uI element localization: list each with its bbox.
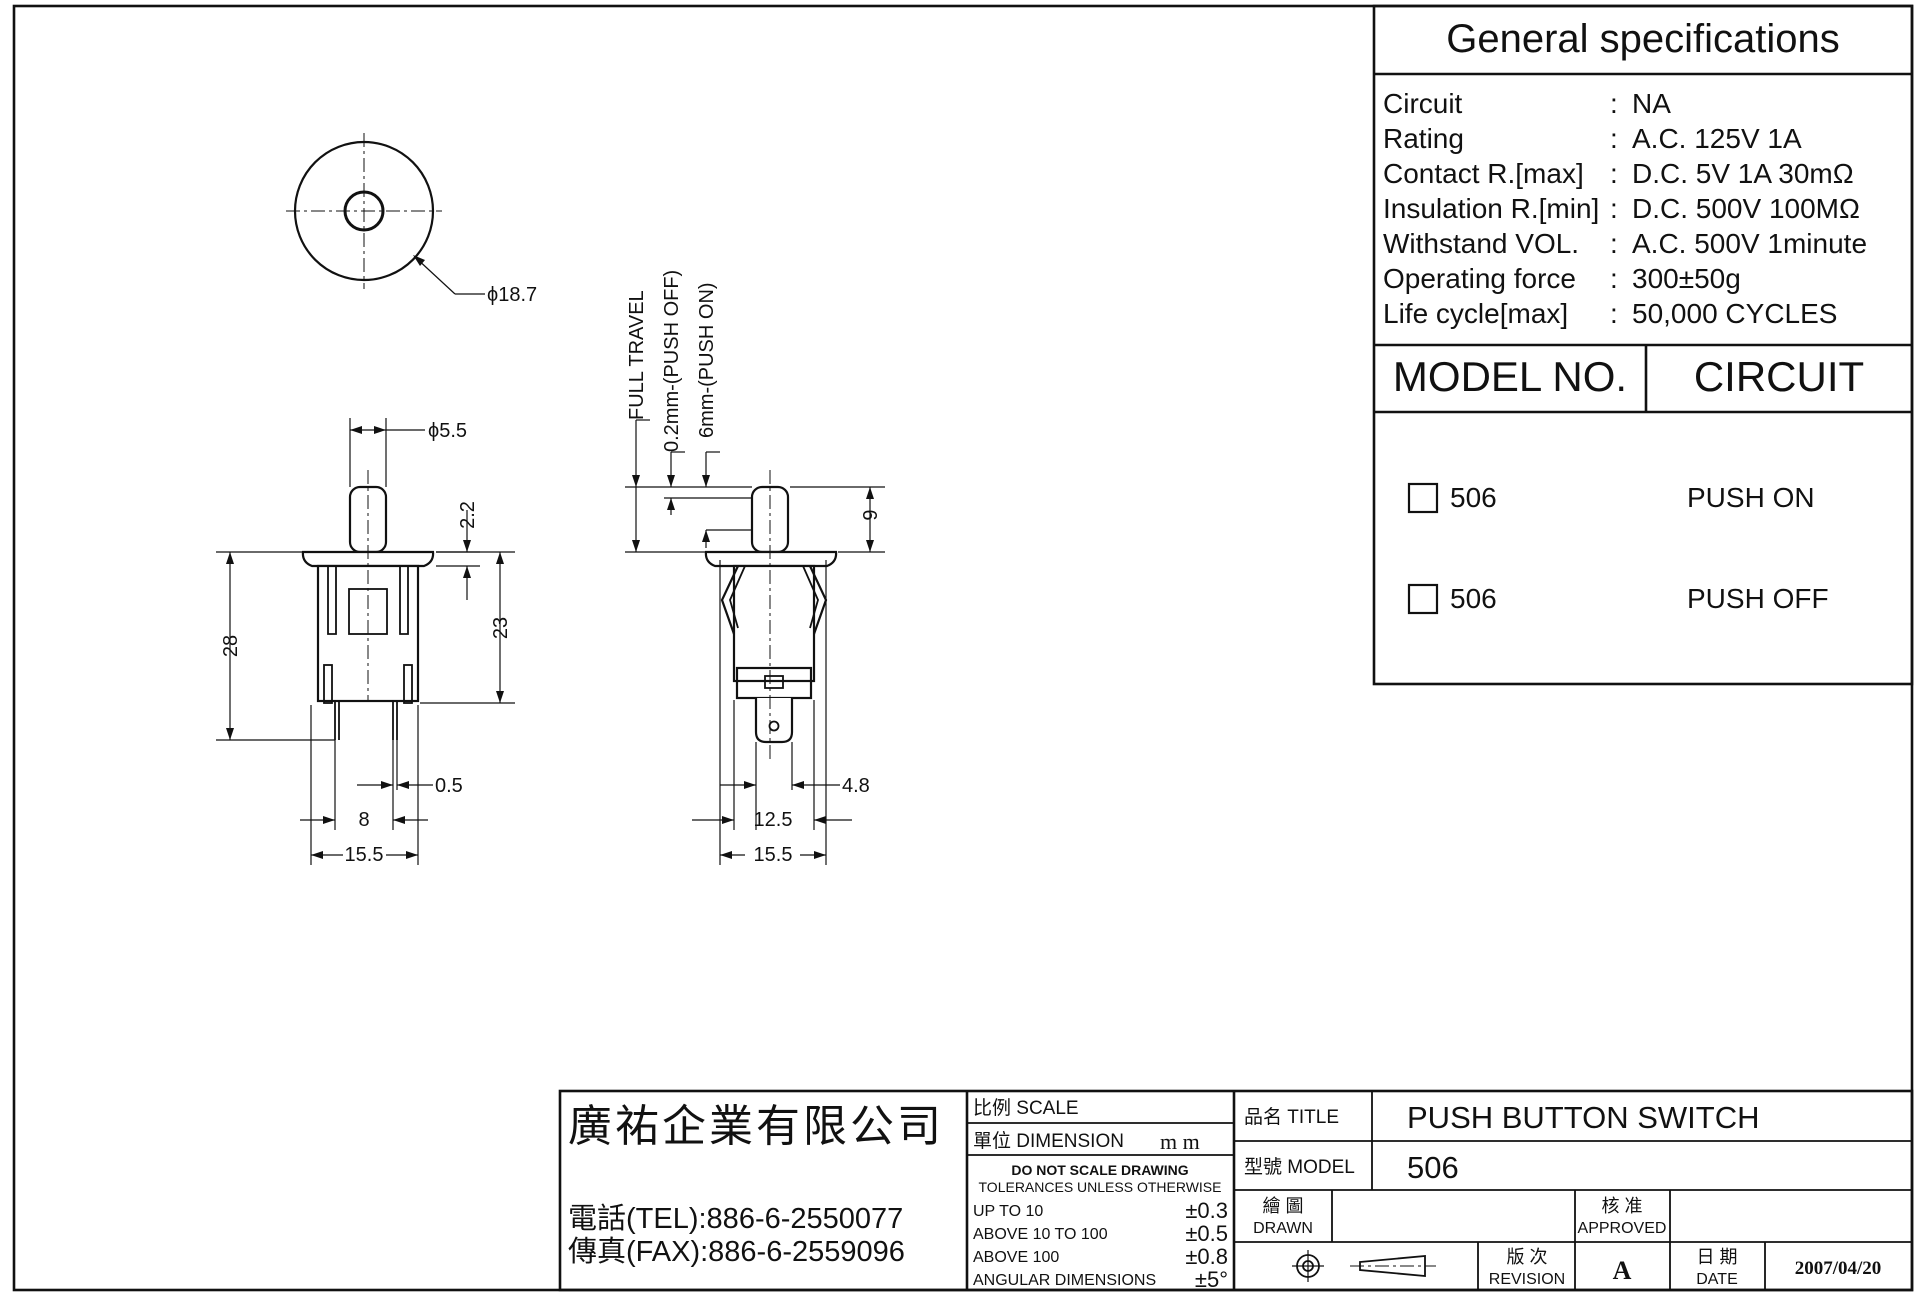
spec-sep: :	[1610, 123, 1618, 154]
revision-label-cn: 版 次	[1506, 1247, 1547, 1267]
spec-label: Withstand VOL.	[1383, 228, 1579, 259]
tolerance-range: ABOVE 100	[973, 1249, 1059, 1266]
sheet-border	[12, 4, 1914, 1292]
dim-plunger-height: 9	[860, 509, 882, 520]
front-view-left: ϕ5.5 2.2 23 28 0.5	[216, 418, 515, 866]
company-name: 廣祐企業有限公司	[568, 1102, 944, 1151]
dimension-label: 單位 DIMENSION	[973, 1130, 1124, 1152]
dim-body-height: 23	[490, 617, 512, 639]
model-checkbox[interactable]	[1407, 583, 1439, 615]
circuit-type: PUSH ON	[1687, 482, 1815, 513]
approved-label-cn: 核 准	[1601, 1196, 1642, 1216]
tolerance-range: ABOVE 10 TO 100	[973, 1226, 1108, 1243]
company-fax: 傳真(FAX):886-6-2559096	[568, 1235, 905, 1268]
spec-value: 50,000 CYCLES	[1632, 298, 1837, 329]
date-label-cn: 日 期	[1696, 1247, 1737, 1267]
spec-label: Rating	[1383, 123, 1464, 154]
dim-terminal-pitch: 8	[358, 809, 369, 831]
dim-overall-height: 28	[220, 635, 242, 657]
scale-label: 比例 SCALE	[973, 1097, 1079, 1119]
top-view: ϕ18.7	[286, 133, 537, 306]
dim-tab-width: 4.8	[842, 775, 870, 797]
spec-table: General specifications Circuit : NA Rati…	[1372, 4, 1914, 686]
title-label: 品名 TITLE	[1244, 1106, 1339, 1128]
spec-label: Contact R.[max]	[1383, 158, 1584, 189]
label-push-on: 6mm-(PUSH ON)	[696, 282, 718, 438]
circuit-header: CIRCUIT	[1694, 353, 1864, 400]
title-value: PUSH BUTTON SWITCH	[1407, 1100, 1760, 1135]
tolerance-value: ±0.5	[1185, 1221, 1228, 1246]
scale-note: DO NOT SCALE DRAWING	[1011, 1162, 1188, 1178]
spec-value: D.C. 500V 100MΩ	[1632, 193, 1860, 224]
dim-flange-width: 15.5	[754, 844, 793, 866]
model-label: 型號 MODEL	[1244, 1156, 1355, 1178]
title-block: 廣祐企業有限公司 電話(TEL):886-6-2550077 傳真(FAX):8…	[558, 1089, 1914, 1292]
date-label-en: DATE	[1696, 1271, 1737, 1288]
date-value: 2007/04/20	[1795, 1258, 1882, 1279]
dim-plunger-diameter: ϕ5.5	[428, 420, 467, 442]
spec-title: General specifications	[1446, 17, 1840, 61]
spec-rows: Circuit : NA Rating : A.C. 125V 1A Conta…	[1383, 88, 1867, 329]
spec-label: Life cycle[max]	[1383, 298, 1568, 329]
spec-sep: :	[1610, 298, 1618, 329]
drawn-label-en: DRAWN	[1253, 1220, 1313, 1237]
spec-sep: :	[1610, 88, 1618, 119]
spec-sep: :	[1610, 228, 1618, 259]
model-number: 506	[1450, 583, 1497, 614]
company-tel: 電話(TEL):886-6-2550077	[568, 1202, 903, 1235]
spec-label: Operating force	[1383, 263, 1576, 294]
dimension-unit: m m	[1160, 1129, 1200, 1154]
projection-symbol-icon	[1292, 1250, 1436, 1282]
revision-label-en: REVISION	[1489, 1271, 1565, 1288]
dim-body-depth: 12.5	[754, 809, 793, 831]
model-checkbox[interactable]	[1407, 482, 1439, 514]
dim-flange-height: 2.2	[457, 501, 479, 529]
model-no-header: MODEL NO.	[1393, 353, 1627, 400]
tolerance-value: ±0.3	[1185, 1198, 1228, 1223]
spec-value: A.C. 125V 1A	[1632, 123, 1802, 154]
spec-label: Circuit	[1383, 88, 1463, 119]
dim-terminal-thickness: 0.5	[435, 775, 463, 797]
tolerance-value: ±5°	[1195, 1267, 1228, 1292]
spec-sep: :	[1610, 158, 1618, 189]
tolerance-note: TOLERANCES UNLESS OTHERWISE	[979, 1179, 1222, 1195]
dim-body-width: 15.5	[345, 844, 384, 866]
approved-label-en: APPROVED	[1578, 1220, 1667, 1237]
spec-value: NA	[1632, 88, 1671, 119]
tolerance-range: UP TO 10	[973, 1203, 1043, 1220]
label-push-off: 0.2mm-(PUSH OFF)	[661, 270, 683, 452]
revision-value: A	[1613, 1256, 1632, 1285]
circuit-type: PUSH OFF	[1687, 583, 1829, 614]
model-number: 506	[1450, 482, 1497, 513]
dim-outer-diameter: ϕ18.7	[487, 284, 537, 306]
spec-sep: :	[1610, 263, 1618, 294]
tolerance-range: ANGULAR DIMENSIONS	[973, 1272, 1156, 1289]
spec-label: Insulation R.[min]	[1383, 193, 1599, 224]
spec-value: D.C. 5V 1A 30mΩ	[1632, 158, 1854, 189]
model-value: 506	[1407, 1150, 1459, 1185]
spec-sep: :	[1610, 193, 1618, 224]
spec-value: 300±50g	[1632, 263, 1741, 294]
drawn-label-cn: 繪 圖	[1262, 1196, 1303, 1216]
spec-value: A.C. 500V 1minute	[1632, 228, 1867, 259]
label-full-travel: FULL TRAVEL	[626, 290, 648, 420]
front-view-right: 9 FULL TRAVEL 0.2mm-(PUSH OFF) 6mm-(PUSH…	[625, 270, 885, 866]
tolerance-value: ±0.8	[1185, 1244, 1228, 1269]
